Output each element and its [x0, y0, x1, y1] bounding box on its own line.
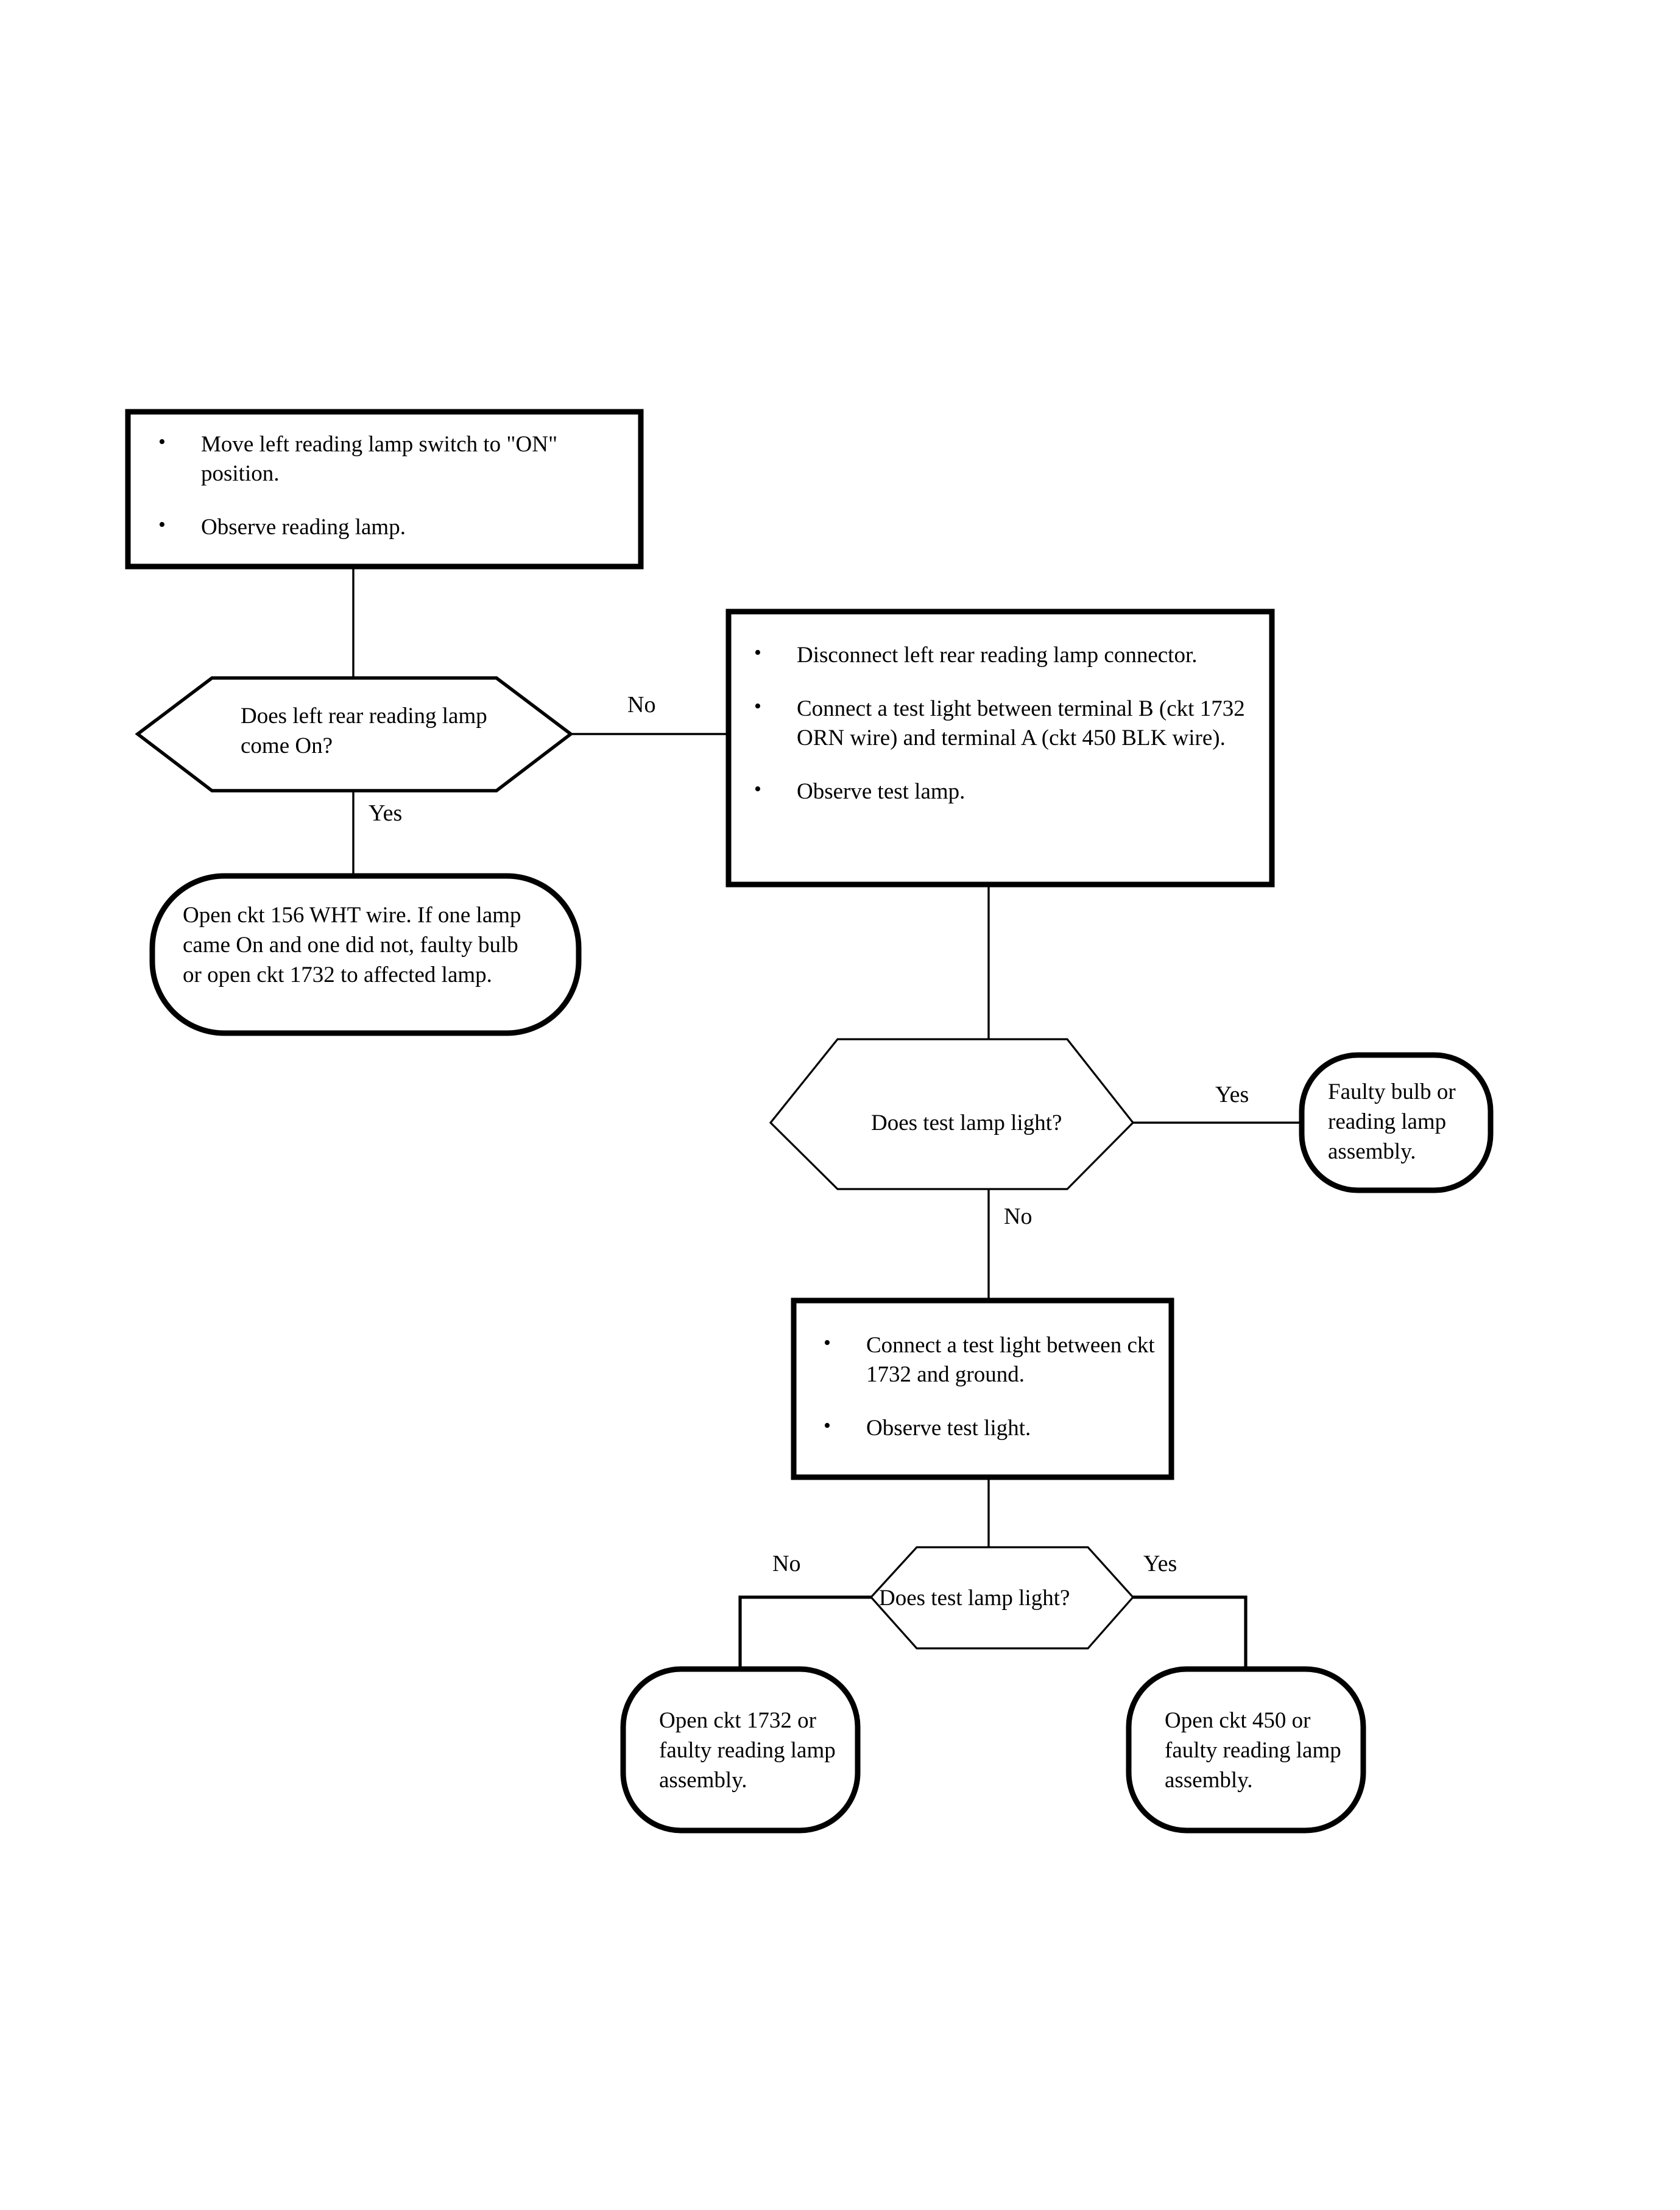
decision1-label: Does left rear reading lamp come On?	[241, 704, 487, 758]
terminator2-shape	[1299, 1052, 1494, 1193]
terminator4-label: Open ckt 450 or faulty reading lamp asse…	[1165, 1708, 1341, 1793]
edge-label-decision1-no: No	[627, 692, 656, 718]
decision1-hexagon	[135, 676, 574, 793]
terminator2-label: Faulty bulb or reading lamp assembly.	[1328, 1079, 1456, 1165]
edge-label-decision1-yes: Yes	[369, 800, 403, 826]
step3-bullet-list: Connect a test light between ckt 1732 an…	[810, 1330, 1163, 1443]
decision2-hexagon	[769, 1038, 1135, 1190]
terminator4-shape	[1126, 1666, 1366, 1834]
step1-bullet-list: Move left reading lamp switch to "ON" po…	[145, 429, 626, 542]
step1-bullet-1: Observe reading lamp.	[145, 512, 626, 542]
edge-label-decision3-no: No	[772, 1551, 801, 1576]
terminator3-shape	[620, 1666, 861, 1834]
step2-bullet-list: Disconnect left rear reading lamp connec…	[741, 640, 1258, 807]
step2-bullet-2: Observe test lamp.	[741, 776, 1258, 807]
decision3-hexagon-fill	[871, 1547, 1133, 1648]
step2-bullet-0: Disconnect left rear reading lamp connec…	[741, 640, 1258, 670]
terminator2-shape-fill	[1302, 1055, 1491, 1190]
terminator1-label: Open ckt 156 WHT wire. If one lamp came …	[183, 903, 521, 988]
decision3-hexagon	[869, 1546, 1135, 1650]
terminator3-shape-fill	[623, 1669, 858, 1830]
step1-box	[125, 409, 644, 570]
step2-bullet-1: Connect a test light between terminal B …	[741, 693, 1258, 753]
decision3-label: Does test lamp light?	[879, 1586, 1070, 1611]
edge-label-decision3-yes: Yes	[1143, 1551, 1177, 1576]
step1-bullet-0: Move left reading lamp switch to "ON" po…	[145, 429, 626, 489]
step3-bullet-1: Observe test light.	[810, 1413, 1163, 1443]
connector-decision3-yes-to-terminator4	[1133, 1595, 1248, 1669]
decision1-hexagon-fill	[138, 678, 571, 791]
connector-decision3-no-to-terminator3	[738, 1595, 871, 1669]
step2-box	[725, 609, 1275, 888]
step3-bullet-0: Connect a test light between ckt 1732 an…	[810, 1330, 1163, 1389]
edge-label-decision2-yes: Yes	[1215, 1082, 1249, 1107]
step3-box	[791, 1297, 1174, 1480]
decision2-label: Does test lamp light?	[871, 1110, 1062, 1135]
terminator1-shape	[149, 873, 582, 1036]
terminator4-shape-fill	[1129, 1669, 1363, 1830]
edge-label-decision2-no: No	[1004, 1204, 1032, 1229]
terminator3-label: Open ckt 1732 or faulty reading lamp ass…	[659, 1708, 836, 1793]
decision2-hexagon-fill	[771, 1039, 1133, 1189]
terminator1-shape-fill	[152, 876, 579, 1033]
